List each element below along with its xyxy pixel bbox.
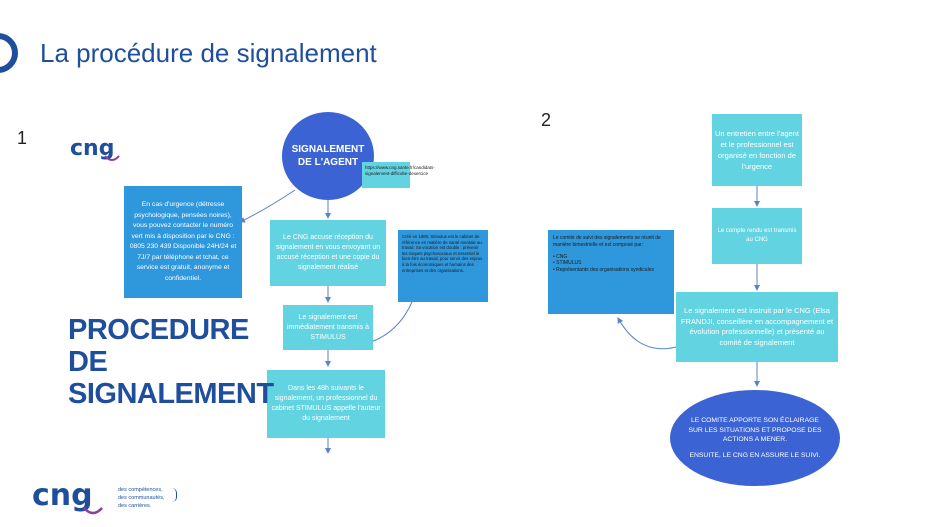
- committee-item: • Représentants des organisations syndic…: [553, 267, 654, 274]
- flow-right-step2: Le compte rendu est transmis au CNG: [712, 208, 802, 264]
- procedure-title: PROCEDURE DE SIGNALEMENT: [68, 314, 274, 410]
- procedure-title-line1: PROCEDURE: [68, 314, 249, 346]
- flow-left-step1: Le CNG accuse réception du signalement e…: [270, 220, 386, 286]
- committee-item-label: CNG: [556, 253, 568, 260]
- urgence-box: En cas d'urgence (détresse psychologique…: [124, 186, 242, 298]
- section-number-1: 1: [17, 128, 28, 148]
- logo-bracket: [172, 488, 177, 502]
- arrow-circle-to-urgence: [239, 189, 296, 223]
- procedure-title-line2: DE: [68, 346, 108, 378]
- logo-tagline: des compétences, des communautés, des ca…: [118, 486, 164, 510]
- committee-item: • CNG: [553, 253, 568, 260]
- procedure-title-line3: SIGNALEMENT: [68, 378, 274, 410]
- final-followup-text: ENSUITE, LE CNG EN ASSURE LE SUIVI.: [689, 451, 821, 459]
- logo-tagline-line3: des carrières.: [118, 503, 152, 509]
- cng-logo-top-swoosh: [104, 155, 120, 161]
- arrow-r3-to-committee: [617, 317, 681, 350]
- link-note[interactable]: https://www.cng.sante.fr/candidats-signa…: [362, 162, 435, 188]
- committee-item-label: Représentants des organisations syndical…: [556, 267, 654, 274]
- flow-left-step3: Dans les 48h suivants le signalement, un…: [267, 370, 385, 438]
- flow-right-step1: Un entretien entre l'agent et le profess…: [712, 114, 802, 186]
- flow-right-step3: Le signalement est instruit par le CNG (…: [676, 292, 838, 362]
- cng-logo-bottom-swoosh: [83, 507, 103, 515]
- committee-item-label: STIMULUS: [556, 260, 582, 267]
- signalement-agent-circle: SIGNALEMENT DE L'AGENT: [282, 112, 374, 200]
- flow-left-step2: Le signalement est immédiatement transmi…: [283, 305, 373, 350]
- stimulus-note: Créé en 1989, Stimulus est le cabinet de…: [398, 230, 488, 302]
- section-number-2: 2: [541, 110, 552, 130]
- committee-box: Le comité de suivi des signalements se r…: [548, 230, 674, 314]
- cng-logo-bottom-text: cng: [32, 478, 93, 513]
- final-actions-circle: LE COMITE APPORTE SON ÉCLAIRAGE SUR LES …: [670, 390, 840, 486]
- final-actions-text: LE COMITE APPORTE SON ÉCLAIRAGE SUR LES …: [688, 417, 822, 443]
- slide-title: La procédure de signalement: [40, 38, 377, 68]
- committee-intro: Le comité de suivi des signalements se r…: [553, 235, 661, 248]
- cng-logo-bottom: cng: [32, 478, 93, 513]
- committee-item: • STIMULUS: [553, 260, 582, 267]
- logo-tagline-line2: des communautés,: [118, 495, 165, 501]
- logo-tagline-line1: des compétences,: [118, 487, 163, 493]
